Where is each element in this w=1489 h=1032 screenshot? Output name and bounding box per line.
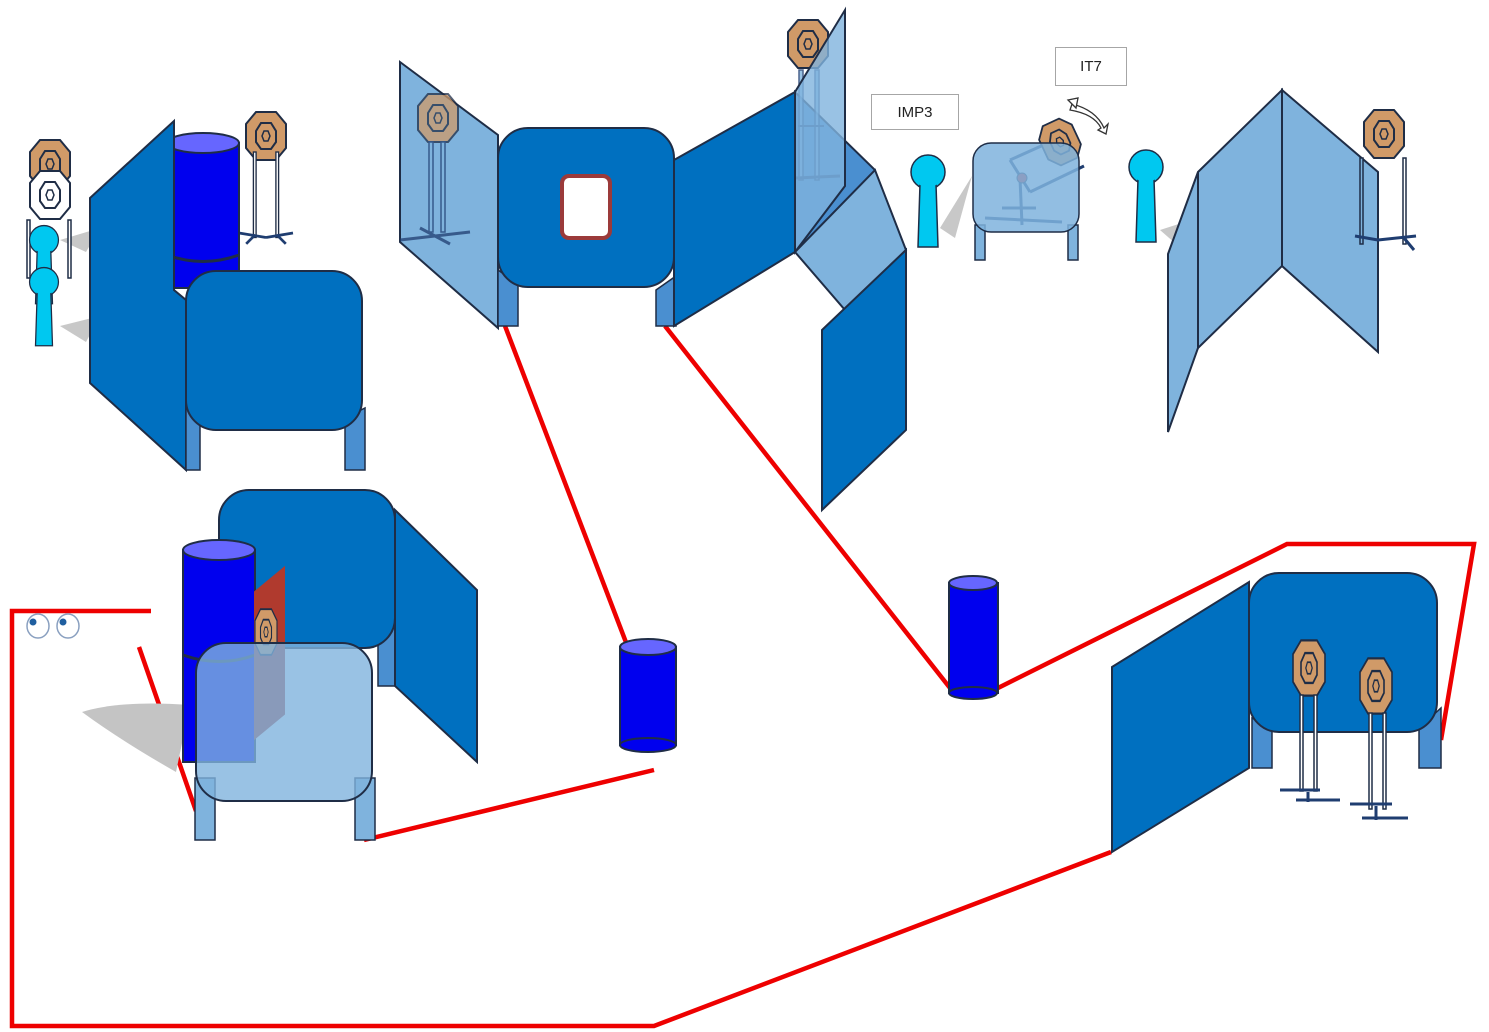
- wall-zigzag-2: [1197, 87, 1283, 351]
- paper-target-icon: [245, 111, 287, 161]
- paper-target-icon: [417, 93, 459, 143]
- top-right-bay: [1167, 87, 1417, 433]
- no-shoot-target-icon: [29, 170, 71, 220]
- swing-arrow-icon: [1066, 97, 1110, 135]
- wall-diagonal-right: [1111, 580, 1250, 854]
- popper-icon: [910, 154, 946, 248]
- top-center-port: [399, 6, 908, 513]
- popper-icon: [1128, 149, 1164, 243]
- label-it7: IT7: [1055, 47, 1127, 86]
- wall-side: [394, 507, 478, 765]
- wall-right-4: [821, 247, 907, 513]
- paper-target-icon: [1363, 109, 1405, 159]
- fault-line-bottom-center: [363, 767, 655, 843]
- label-imp3: IMP3: [871, 94, 959, 130]
- bottom-right-bay: [1111, 572, 1442, 854]
- popper-icon: [28, 266, 60, 347]
- wall-right-1: [673, 90, 796, 328]
- wall-diagonal: [89, 118, 187, 473]
- port-window: [560, 174, 612, 240]
- fault-line-port-left: [502, 325, 630, 646]
- fault-line-outer: [9, 608, 1112, 1029]
- paper-target-icon: [1291, 639, 1327, 697]
- wall-translucent-small: [972, 142, 1080, 233]
- fault-line-right: [996, 541, 1477, 741]
- wall-translucent-right: [794, 6, 846, 255]
- fault-line-port-right: [663, 324, 952, 690]
- wall-zigzag-3: [1281, 87, 1379, 355]
- wall-translucent-front: [195, 642, 373, 802]
- wall-front-panel: [185, 270, 363, 431]
- wall-back-panel-right: [1248, 572, 1438, 733]
- top-left-bay: [26, 111, 366, 473]
- barrel-icon: [619, 638, 677, 753]
- barrel-icon: [948, 575, 999, 700]
- eyes-icon: [26, 613, 80, 639]
- wall-zigzag-1: [1167, 171, 1199, 433]
- barrel-icon: [166, 132, 240, 289]
- bottom-left-bay: [82, 489, 478, 841]
- paper-target-icon: [1358, 657, 1394, 715]
- fault-lines: [9, 324, 1477, 1029]
